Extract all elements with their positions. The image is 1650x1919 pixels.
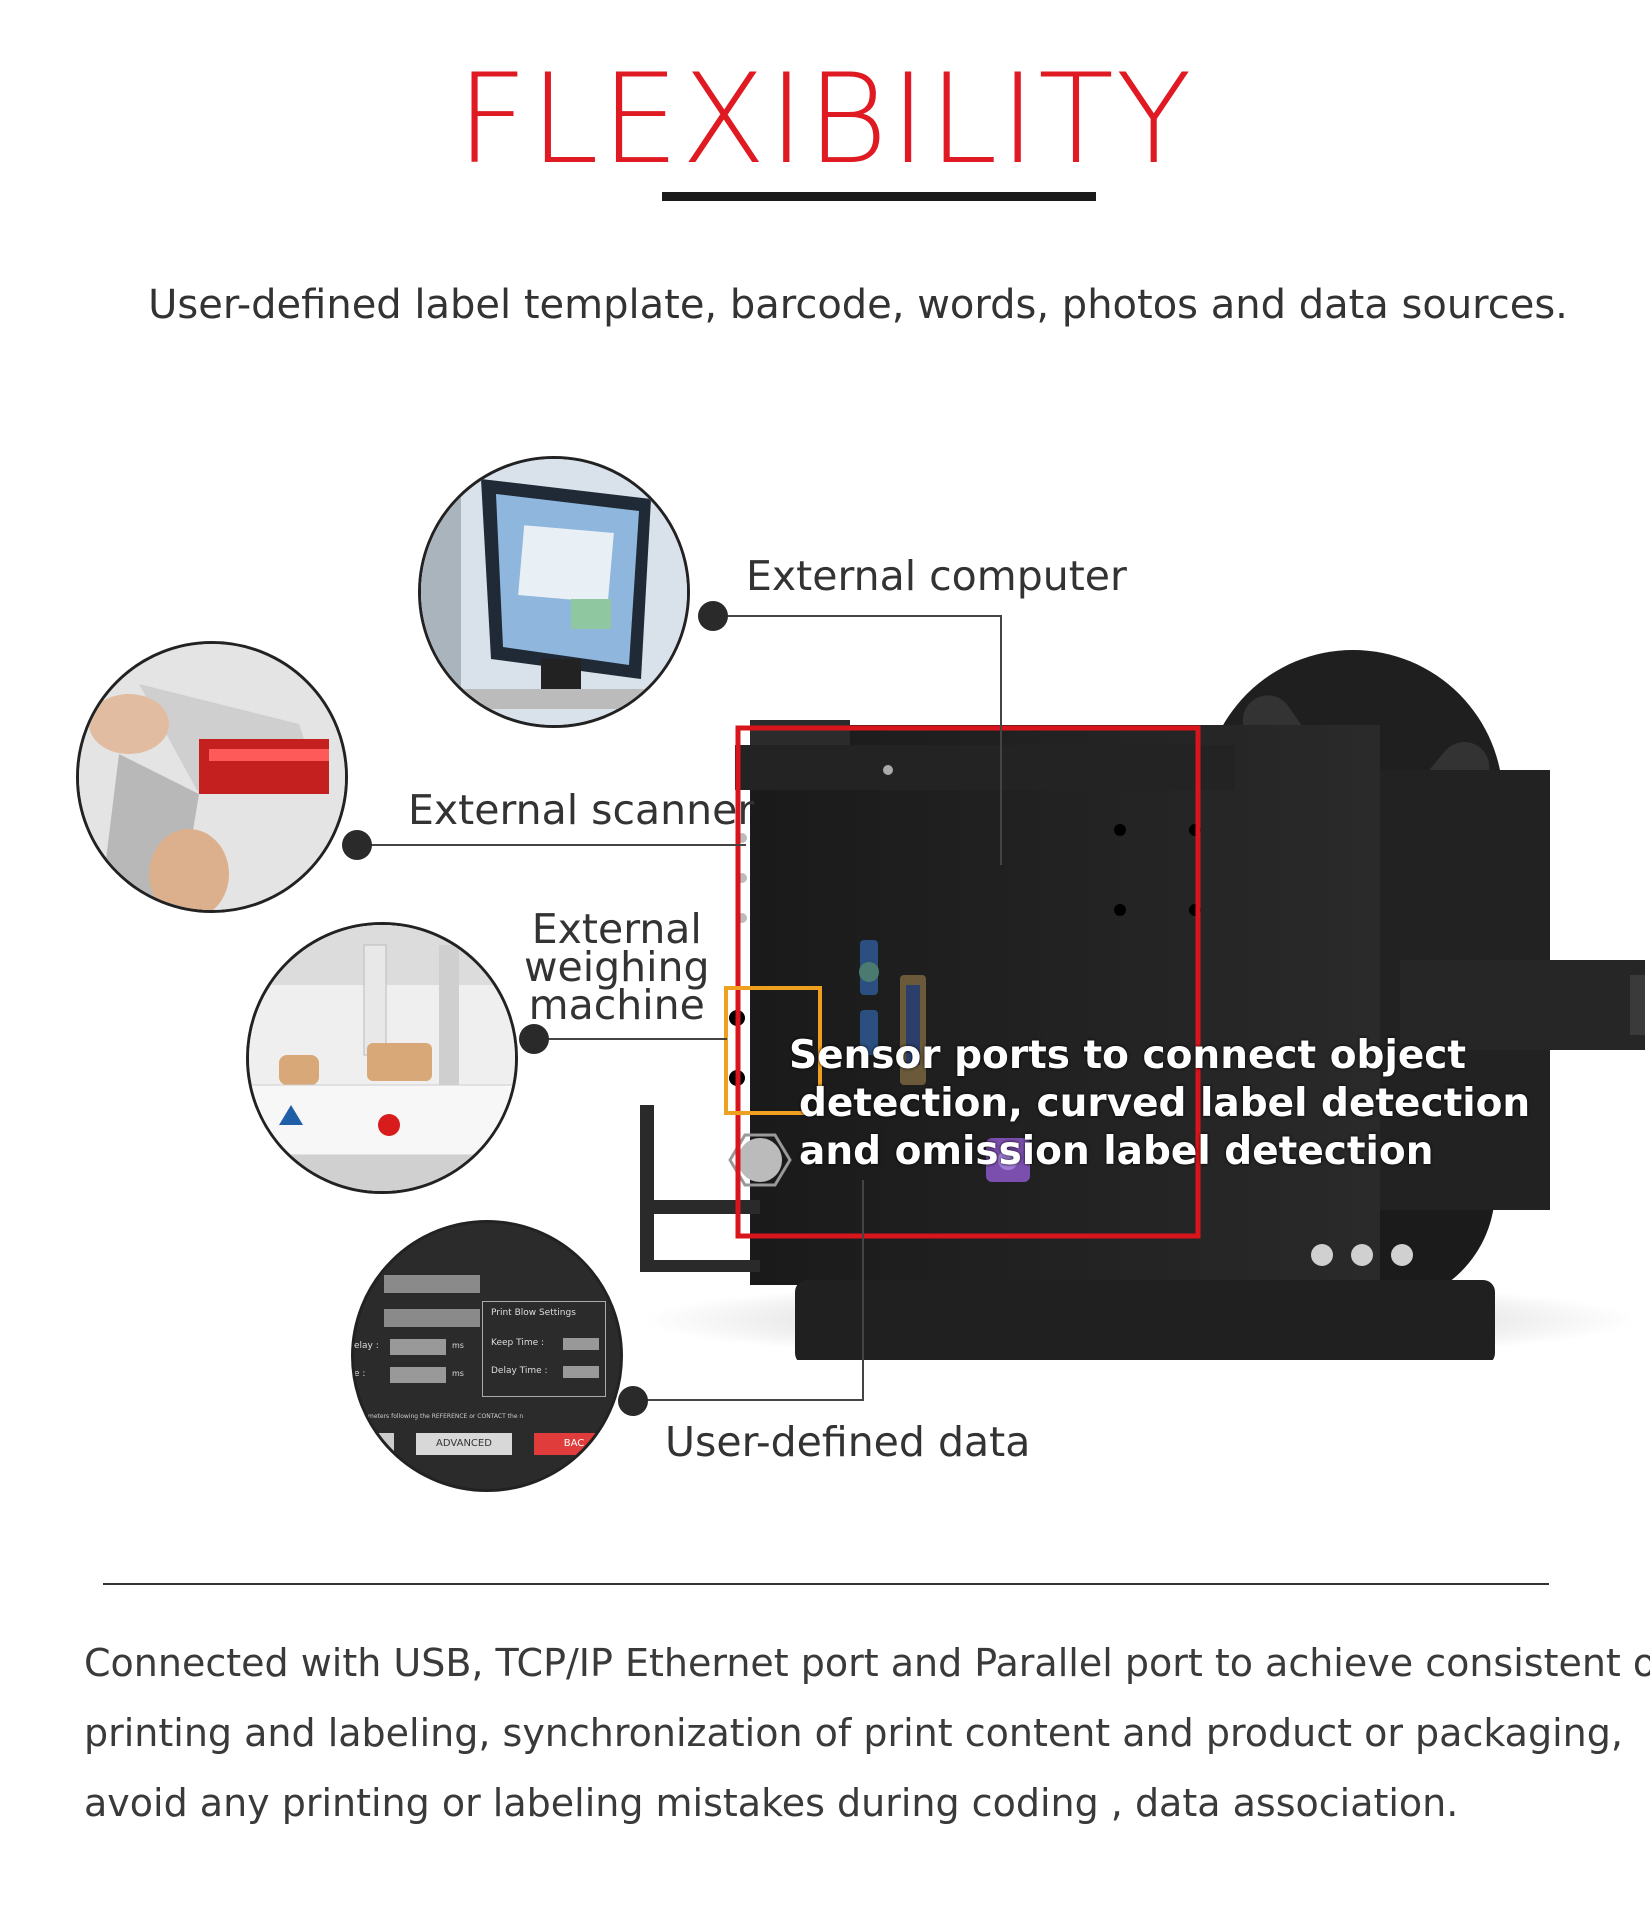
callout-external-computer: External computer — [746, 552, 1127, 600]
weighing-line-3: machine — [528, 981, 705, 1029]
scanner-callout-dot — [342, 830, 372, 860]
userdata-callout-dot — [618, 1386, 648, 1416]
print-blow-settings-title: Print Blow Settings — [491, 1308, 576, 1318]
labeling-machine-illustration — [620, 600, 1650, 1365]
left-unit-ms-1: ms — [452, 1341, 464, 1350]
advanced-button[interactable]: ADVANCED — [416, 1433, 512, 1455]
notice-text: meters following the REFERENCE or CONTAC… — [368, 1413, 524, 1420]
computer-callout-dot — [698, 601, 728, 631]
dropdown-2[interactable] — [384, 1309, 480, 1327]
footer-line-2: printing and labeling, synchronization o… — [84, 1711, 1623, 1755]
callout-user-defined-data: User-defined data — [665, 1418, 1031, 1466]
weighing-machine-photo — [246, 922, 518, 1194]
sensor-caption: Sensor ports to connect object detection… — [789, 1032, 1530, 1176]
scanner-leader-h — [358, 844, 746, 846]
userdata-leader-v — [862, 1180, 864, 1400]
back-button[interactable]: BAC — [534, 1433, 614, 1455]
footer-description: Connected with USB, TCP/IP Ethernet port… — [84, 1628, 1650, 1838]
weighing-line-1: External — [531, 905, 702, 953]
left-e-label: e : — [354, 1369, 366, 1379]
settings-panel: elay : ms e : ms Print Blow Settings Kee… — [354, 1223, 620, 1489]
external-scanner-photo — [76, 641, 348, 913]
barcode-scanner-icon — [79, 644, 345, 910]
keep-time-label: Keep Time : — [491, 1338, 545, 1348]
footer-line-1: Connected with USB, TCP/IP Ethernet port… — [84, 1641, 1650, 1685]
dropdown-1[interactable] — [384, 1275, 480, 1293]
footer-line-3: avoid any printing or labeling mistakes … — [84, 1781, 1459, 1825]
left-delay-label: elay : — [354, 1341, 379, 1351]
page-title: FLEXIBILITY — [456, 48, 1194, 192]
external-computer-photo — [418, 456, 690, 728]
weighing-leader-h — [535, 1038, 727, 1040]
left-unit-ms-2: ms — [452, 1369, 464, 1378]
delay-input[interactable] — [390, 1339, 446, 1355]
weighing-callout-dot — [519, 1024, 549, 1054]
weighing-line-2: weighing — [524, 943, 710, 991]
delay-time-input[interactable] — [563, 1366, 599, 1378]
e-input[interactable] — [390, 1367, 446, 1383]
page-subtitle: User-defined label template, barcode, wo… — [148, 282, 1568, 328]
computer-leader-h — [714, 615, 1000, 617]
userdata-leader-h — [632, 1399, 864, 1401]
print-blow-settings-group: Print Blow Settings Keep Time : Delay Ti… — [482, 1301, 606, 1397]
section-divider — [103, 1583, 1549, 1585]
delay-time-label: Delay Time : — [491, 1366, 548, 1376]
sensor-line-3: and omission label detection — [799, 1129, 1434, 1174]
weighing-machine-icon — [249, 925, 515, 1191]
computer-monitor-icon — [421, 459, 687, 725]
sensor-line-2: detection, curved label detection — [799, 1081, 1531, 1126]
left-button[interactable] — [354, 1433, 394, 1455]
user-defined-data-screen: elay : ms e : ms Print Blow Settings Kee… — [351, 1220, 623, 1492]
sensor-line-1: Sensor ports to connect object — [789, 1033, 1467, 1078]
computer-leader-v — [1000, 615, 1002, 865]
machine-graphic — [640, 650, 1645, 1365]
callout-external-scanner: External scanner — [408, 786, 755, 834]
callout-external-weighing: External weighing machine — [524, 905, 710, 1029]
title-underline — [662, 192, 1096, 201]
keep-time-input[interactable] — [563, 1338, 599, 1350]
